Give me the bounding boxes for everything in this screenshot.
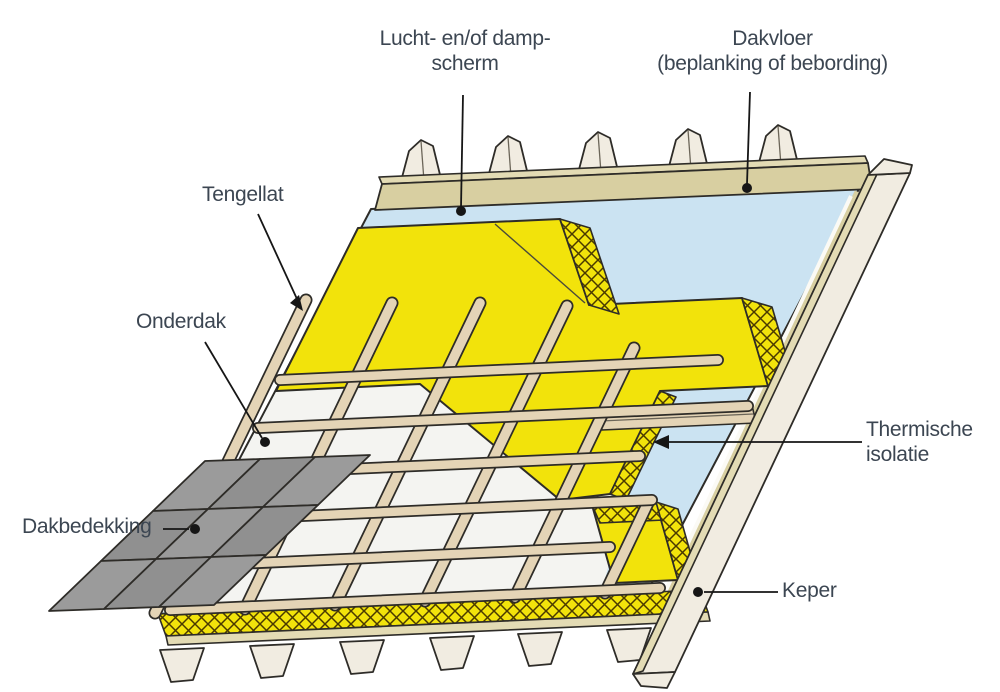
underlay-dot: [260, 437, 270, 447]
tile-batten-leader: [257, 213, 298, 300]
tile-batten-label: Tengellat: [202, 183, 284, 206]
vapor-barrier-label-line2: scherm: [431, 51, 499, 75]
rafter-label: Keper: [782, 579, 837, 602]
roof-deck-label-line2: (beplanking of bebording): [657, 51, 888, 75]
rafter-tips-bottom: [159, 627, 652, 683]
eave-edge-strip: [165, 611, 711, 646]
deck-edge-strip: [662, 190, 862, 603]
leader-lines: [163, 91, 862, 597]
underlay-leader: [204, 341, 263, 439]
hip-rafter: [632, 158, 913, 689]
thermal-insulation-label: Thermische isolatie: [866, 418, 973, 468]
roof-covering-tiles: [48, 454, 371, 612]
insulation-cut-edge: [559, 218, 620, 315]
vapor-barrier-label-line1: Lucht- en/of damp-: [379, 27, 551, 50]
underlay-label: Onderdak: [136, 310, 226, 333]
rafter-dot: [693, 587, 703, 597]
roof-covering-dot: [190, 524, 200, 534]
thermal-insulation-arrowhead: [653, 435, 669, 449]
thermal-insulation-label-line1: Thermische: [866, 418, 973, 441]
roof-deck-label-line1: Dakvloer: [732, 27, 813, 50]
vapor-barrier-dot: [456, 206, 466, 216]
thermal-insulation-label-line2: isolatie: [866, 442, 929, 466]
roof-deck-dot: [742, 183, 752, 193]
vapor-barrier-leader: [460, 94, 464, 209]
roof-deck-leader: [746, 91, 751, 185]
membrane-edge-strip: [657, 195, 853, 606]
roof-deck-label: Dakvloer (beplanking of bebording): [630, 27, 915, 77]
vapor-barrier-label: Lucht- en/of damp- scherm: [340, 27, 590, 77]
tile-batten-arrowhead: [290, 295, 303, 311]
roof-covering-label: Dakbedekking: [22, 515, 152, 538]
